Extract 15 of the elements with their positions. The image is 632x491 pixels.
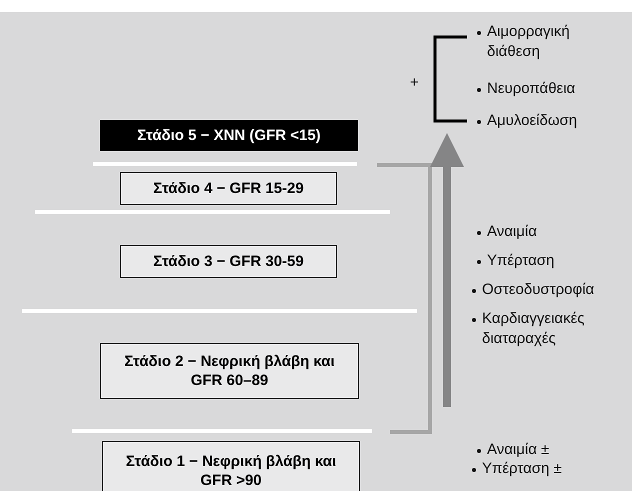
list-item-text: Υπέρταση ± [482,459,563,479]
stage-box: Στάδιο 2 − Νεφρική βλάβη και GFR 60–89 [100,343,359,399]
list-item-text: Υπέρταση [487,251,556,271]
list-item-text: Αναιμία [487,222,538,242]
list-item-text: Αμυλοείδωση [487,111,578,131]
list-item-text: Νευροπάθεια [487,79,576,99]
stage-box: Στάδιο 3 − GFR 30-59 [120,245,337,278]
stage-box: Στάδιο 5 − ΧΝΝ (GFR <15) [100,120,358,151]
list-item-text: Οστεοδυστροφία [482,280,596,300]
list-item-text: Καρδιαγγειακές διαταραχές [482,309,586,349]
plus-sign: + [410,73,420,93]
stage-box: Στάδιο 1 − Νεφρική βλάβη και GFR >90 [102,441,360,491]
stage-box: Στάδιο 4 − GFR 15-29 [120,172,337,205]
list-item-text: Αναιμία ± [487,440,550,460]
list-item-text: Αιμορραγική διάθεση [487,22,571,62]
